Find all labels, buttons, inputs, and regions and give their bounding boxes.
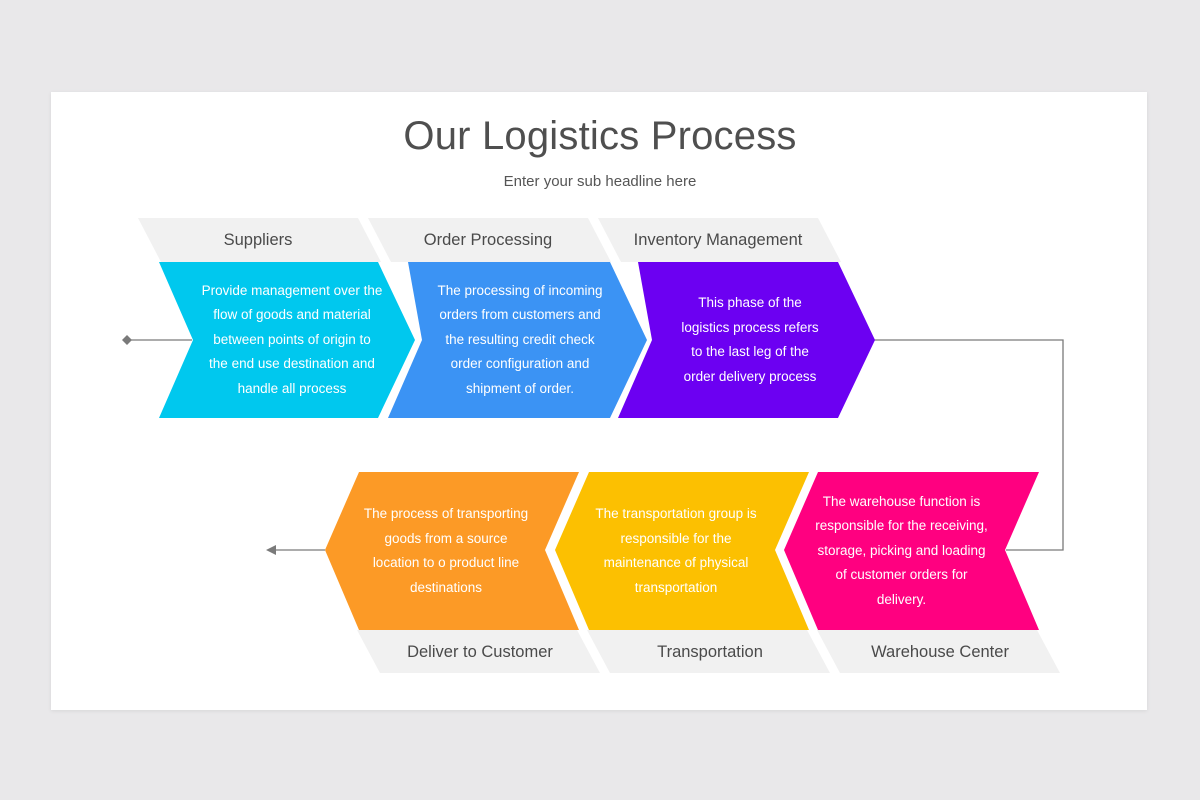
step-label-transportation: Transportation xyxy=(657,643,763,661)
tab-deliver-to-customer xyxy=(357,630,600,673)
tab-warehouse-center xyxy=(817,630,1060,673)
step-description-warehouse-center: The warehouse function is responsible fo… xyxy=(815,493,988,607)
step-label-order-processing: Order Processing xyxy=(423,231,553,249)
connector-start-diamond xyxy=(122,335,132,345)
chevron-inventory-management xyxy=(618,262,875,418)
step-description-transportation: The transportation group is responsible … xyxy=(595,506,757,595)
connector-end-arrow-icon xyxy=(266,545,276,555)
chevron-warehouse-center xyxy=(784,472,1039,630)
page-subtitle: Enter your sub headline here xyxy=(503,173,697,190)
tab-order-processing xyxy=(368,218,611,262)
step-description-order-processing: The processing of incoming orders from c… xyxy=(437,282,603,396)
chevron-transportation xyxy=(555,472,809,630)
chevron-suppliers xyxy=(159,262,415,418)
tab-transportation xyxy=(587,630,830,673)
step-description-inventory-management: This phase of the logistics process refe… xyxy=(681,295,819,384)
step-description-deliver-to-customer: The process of transporting goods from a… xyxy=(363,506,529,595)
chevron-order-processing xyxy=(388,262,647,418)
step-label-suppliers: Suppliers xyxy=(223,231,293,249)
tab-suppliers xyxy=(138,218,381,262)
step-description-suppliers: Provide management over the flow of good… xyxy=(201,282,383,396)
step-label-deliver-to-customer: Deliver to Customer xyxy=(407,643,553,661)
connector-return-line xyxy=(872,339,1064,551)
step-label-warehouse-center: Warehouse Center xyxy=(871,643,1009,661)
step-label-inventory-management: Inventory Management xyxy=(633,231,803,249)
chevron-deliver-to-customer xyxy=(325,472,579,630)
tab-inventory-management xyxy=(598,218,841,262)
page-title: Our Logistics Process xyxy=(403,114,797,158)
